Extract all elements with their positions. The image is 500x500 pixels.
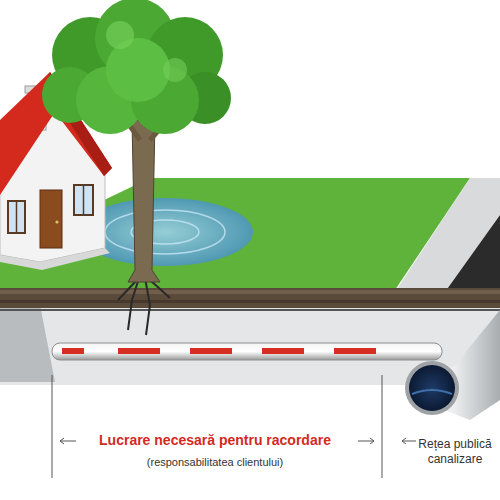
- sewer-pipe: [405, 310, 500, 420]
- responsibility-note: (responsabilitatea clientului): [75, 456, 355, 470]
- network-label: Rețea publică canalizare: [413, 437, 497, 467]
- connection-pipe: [52, 343, 442, 360]
- work-label: Lucrare necesară pentru racordare: [75, 432, 355, 450]
- dimension-arrows: [52, 375, 416, 478]
- soil: [0, 288, 500, 308]
- sewer-pipe-end: [405, 361, 459, 415]
- foundation: [0, 305, 55, 382]
- tree: [42, 0, 231, 282]
- tree-roots: [118, 275, 170, 335]
